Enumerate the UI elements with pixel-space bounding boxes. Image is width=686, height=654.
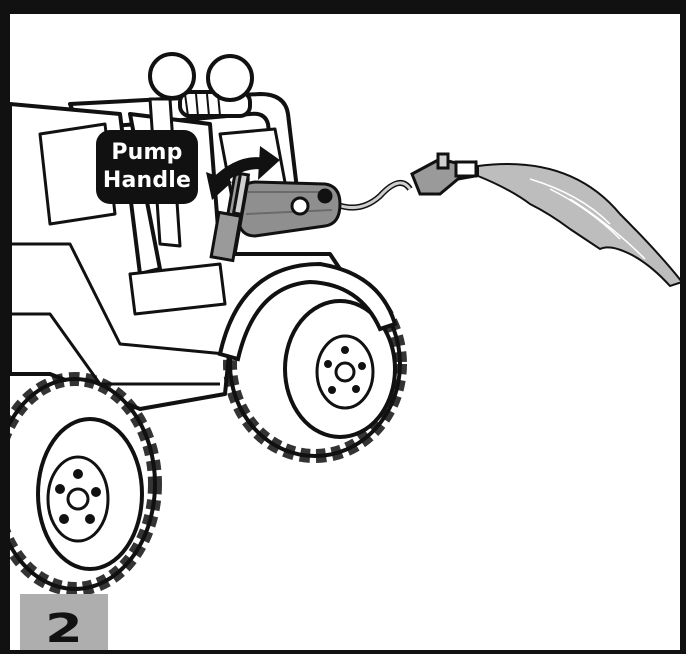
pump-handle-callout: Pump Handle xyxy=(96,130,198,204)
front-wheel xyxy=(10,379,155,589)
vehicle-water-sprayer-illustration xyxy=(10,14,686,654)
water-spray xyxy=(478,164,682,286)
water-tank xyxy=(238,182,340,236)
callout-line-2: Handle xyxy=(103,167,191,195)
callout-line-1: Pump xyxy=(111,139,182,167)
spray-nozzle xyxy=(412,154,476,194)
sprayer-hose xyxy=(335,183,410,208)
step-number: 2 xyxy=(45,606,83,652)
step-number-badge: 2 xyxy=(20,594,108,654)
